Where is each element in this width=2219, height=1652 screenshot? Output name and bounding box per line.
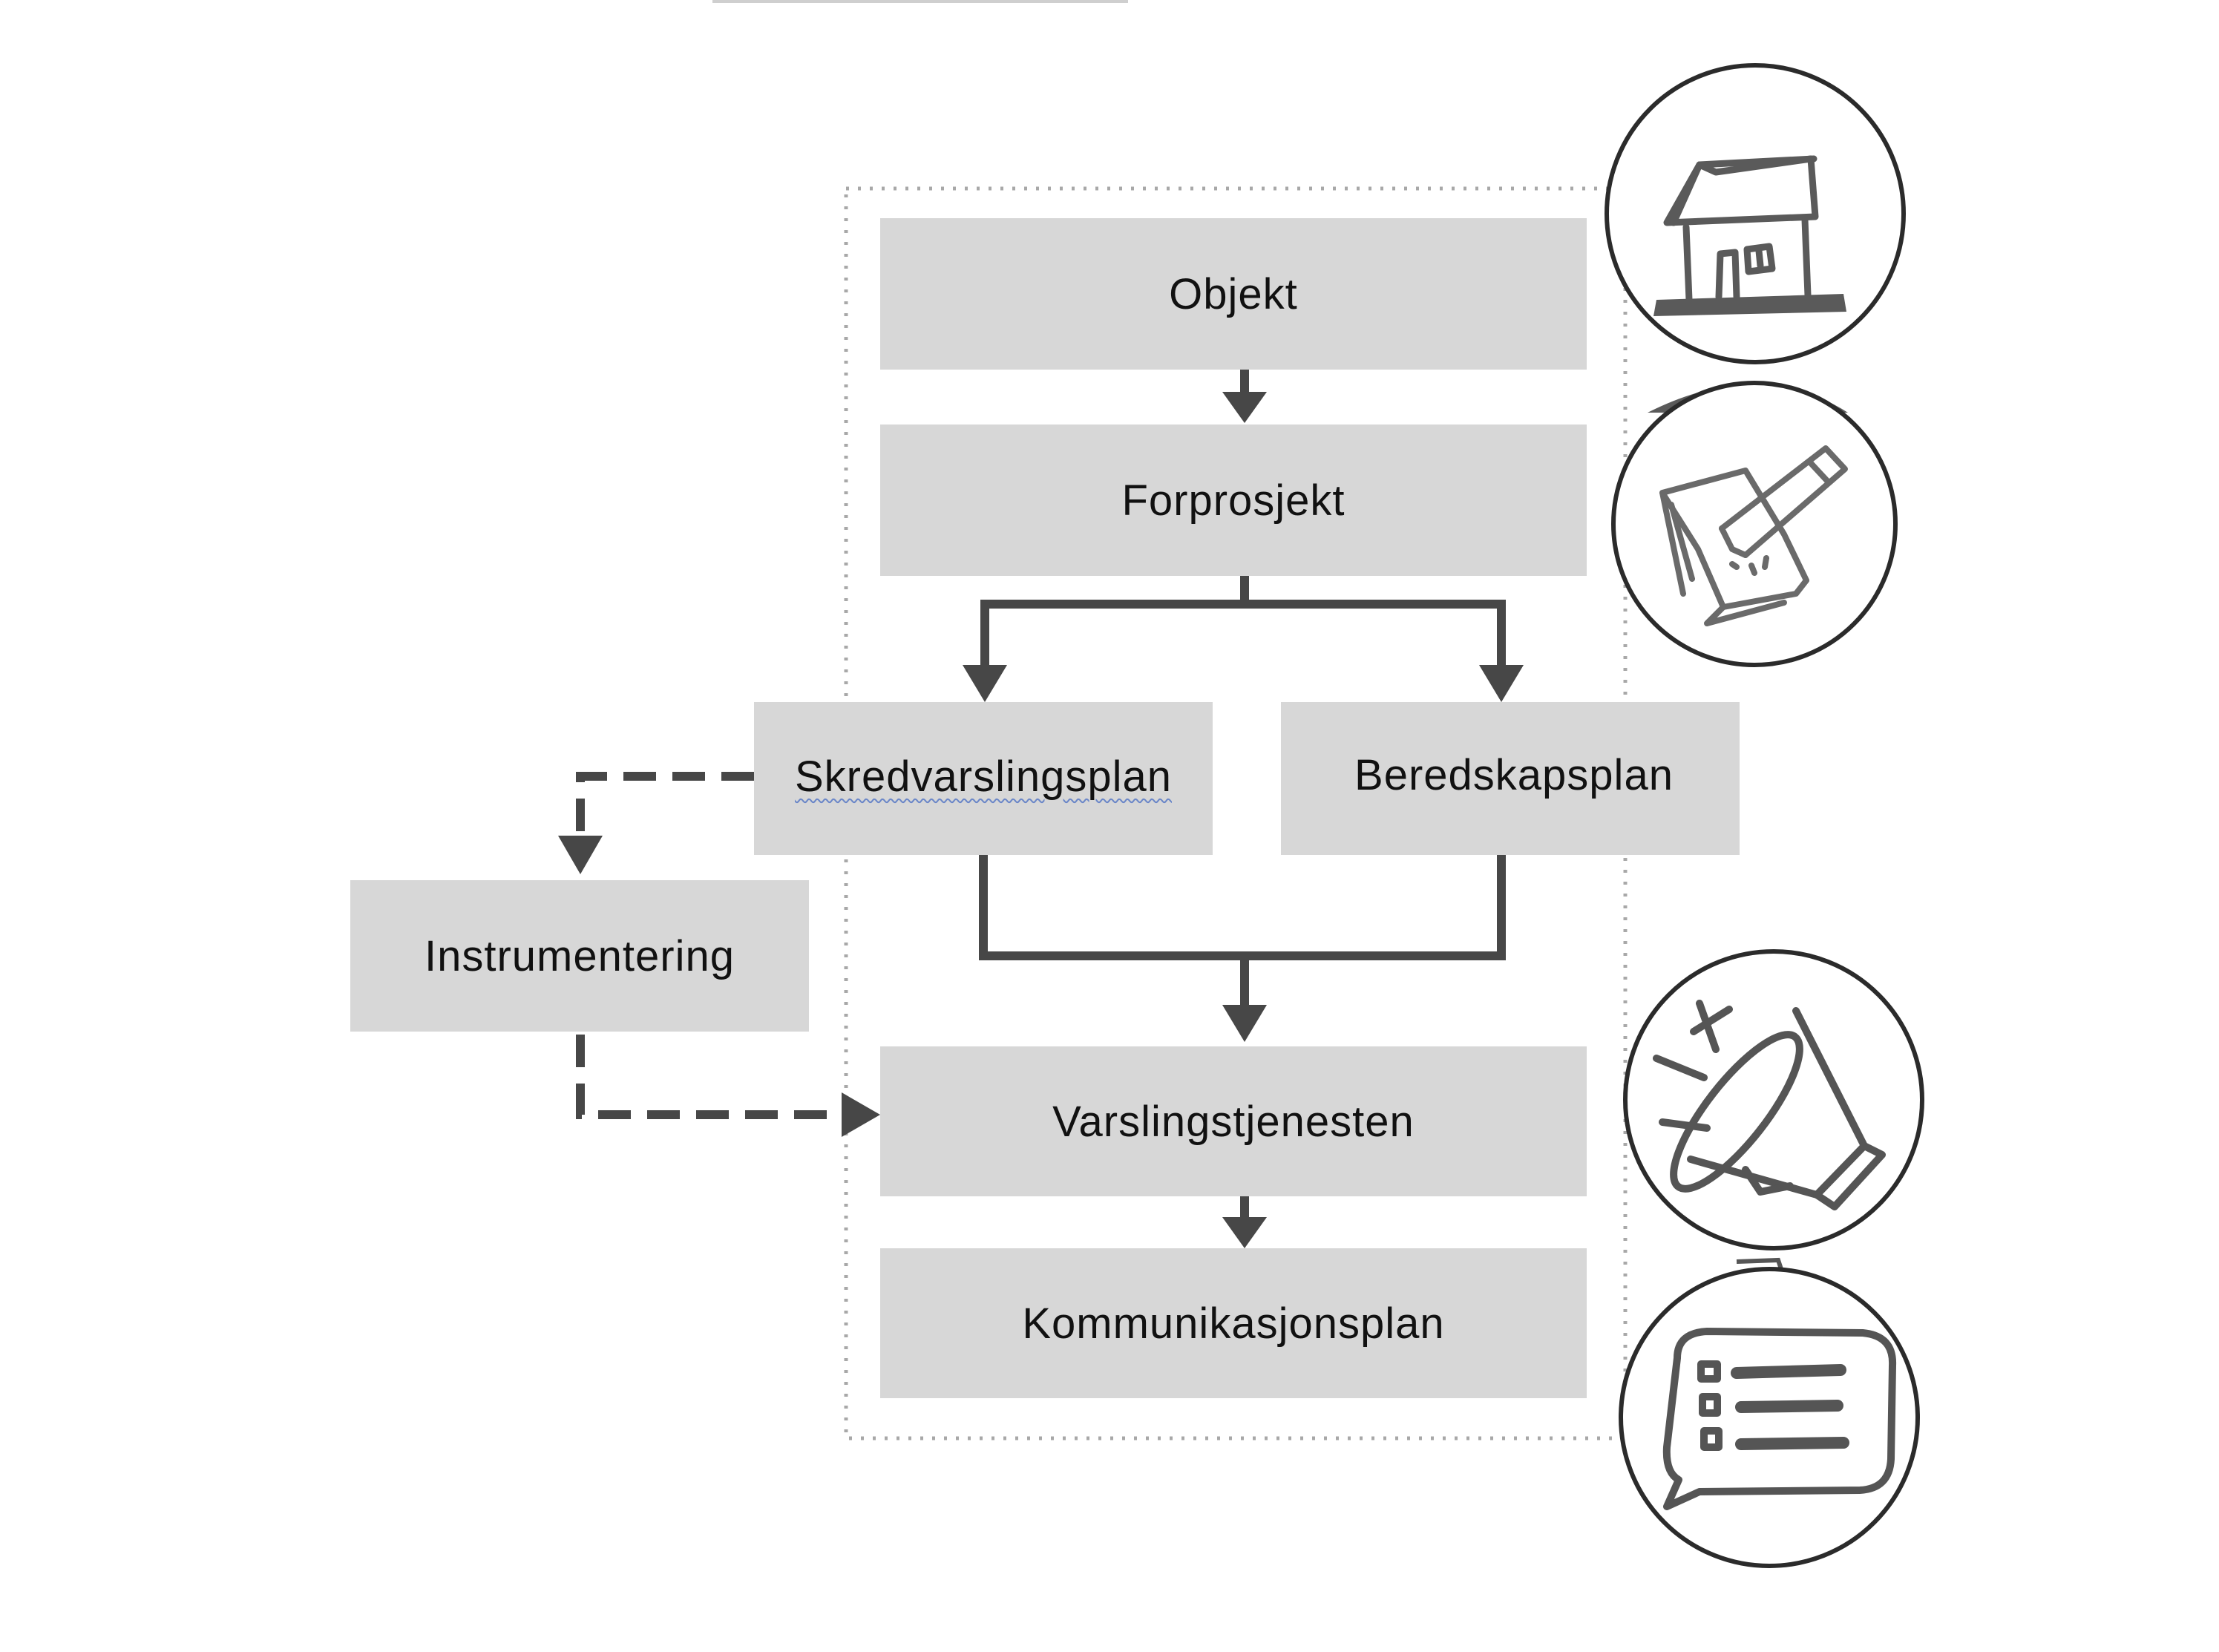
node-skredvarslingsplan: Skredvarslingsplan bbox=[754, 702, 1213, 855]
node-varslingstjenesten-label: Varslingstjenesten bbox=[1052, 1097, 1415, 1146]
edge-varslingstjenesten-kommunikasjonsplan bbox=[1222, 1196, 1267, 1248]
edge-skredvarslingsplan-instrumentering bbox=[558, 772, 754, 874]
node-instrumentering: Instrumentering bbox=[350, 880, 809, 1032]
node-objekt-label: Objekt bbox=[1169, 269, 1298, 318]
node-kommunikasjonsplan-label: Kommunikasjonsplan bbox=[1022, 1299, 1445, 1348]
checklist-bubble-sketch-icon bbox=[1619, 1257, 1920, 1568]
node-skredvarslingsplan-label: Skredvarslingsplan bbox=[794, 752, 1173, 801]
house-sketch-icon bbox=[1605, 63, 1906, 364]
edge-forprosjekt-split bbox=[963, 576, 1524, 702]
edge-merge-varslingstjenesten bbox=[979, 855, 1506, 1042]
node-forprosjekt-label: Forprosjekt bbox=[1121, 476, 1346, 525]
node-objekt: Objekt bbox=[880, 218, 1587, 370]
node-forprosjekt: Forprosjekt bbox=[880, 425, 1587, 576]
megaphone-sketch-icon bbox=[1623, 949, 1924, 1251]
edge-instrumentering-varslingstjenesten bbox=[576, 1035, 880, 1137]
edge-objekt-forprosjekt bbox=[1222, 370, 1267, 423]
node-beredskapsplan: Beredskapsplan bbox=[1281, 702, 1740, 855]
node-instrumentering-label: Instrumentering bbox=[425, 931, 735, 980]
node-kommunikasjonsplan: Kommunikasjonsplan bbox=[880, 1248, 1587, 1398]
document-pen-sketch-icon bbox=[1611, 381, 1898, 667]
node-varslingstjenesten: Varslingstjenesten bbox=[880, 1046, 1587, 1196]
node-beredskapsplan-label: Beredskapsplan bbox=[1354, 750, 1674, 799]
